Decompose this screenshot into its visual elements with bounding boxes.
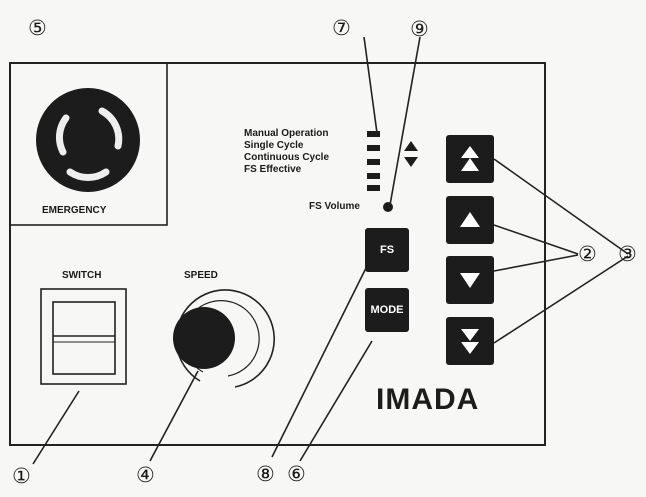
mode-continuous-cycle: Continuous Cycle — [244, 152, 330, 163]
fs-volume-label: FS Volume — [309, 201, 360, 212]
power-switch[interactable] — [40, 288, 127, 385]
brand-logo: IMADA — [376, 383, 480, 416]
mode-button[interactable]: MODE — [365, 288, 409, 332]
callout-1: ① — [12, 464, 31, 488]
fs-volume-knob[interactable] — [383, 202, 393, 212]
fast-up-button[interactable] — [446, 135, 494, 183]
emergency-box — [9, 62, 168, 226]
mode-list: Manual Operation Single Cycle Continuous… — [244, 128, 329, 176]
callout-3: ③ — [618, 242, 637, 266]
fast-down-button[interactable] — [446, 317, 494, 365]
mode-indicator-leds — [367, 131, 380, 191]
callout-4: ④ — [136, 463, 155, 487]
mode-button-label: MODE — [370, 304, 404, 316]
callout-8: ⑧ — [256, 462, 275, 486]
callout-2: ② — [578, 242, 597, 266]
double-down-arrow-icon — [461, 329, 479, 354]
leader-lines — [32, 36, 629, 465]
mode-manual-operation: Manual Operation — [244, 128, 329, 139]
down-button[interactable] — [446, 256, 494, 304]
speed-knob[interactable] — [173, 289, 275, 388]
down-arrow-icon — [460, 273, 480, 288]
callout-6: ⑥ — [287, 462, 306, 486]
fs-button[interactable]: FS — [365, 228, 409, 272]
mode-select-arrows-icon — [404, 141, 418, 167]
callout-9: ⑨ — [410, 17, 429, 41]
fs-button-label: FS — [379, 244, 395, 256]
emergency-stop-button[interactable] — [36, 88, 140, 192]
up-button[interactable] — [446, 196, 494, 244]
mode-single-cycle: Single Cycle — [244, 140, 304, 151]
mode-fs-effective: FS Effective — [244, 164, 302, 175]
callout-5: ⑤ — [28, 16, 47, 40]
up-arrow-icon — [460, 212, 480, 227]
speed-label: SPEED — [184, 270, 218, 281]
emergency-label: EMERGENCY — [42, 205, 107, 216]
callout-7: ⑦ — [332, 16, 351, 40]
double-up-arrow-icon — [461, 146, 479, 171]
switch-label: SWITCH — [62, 270, 102, 281]
